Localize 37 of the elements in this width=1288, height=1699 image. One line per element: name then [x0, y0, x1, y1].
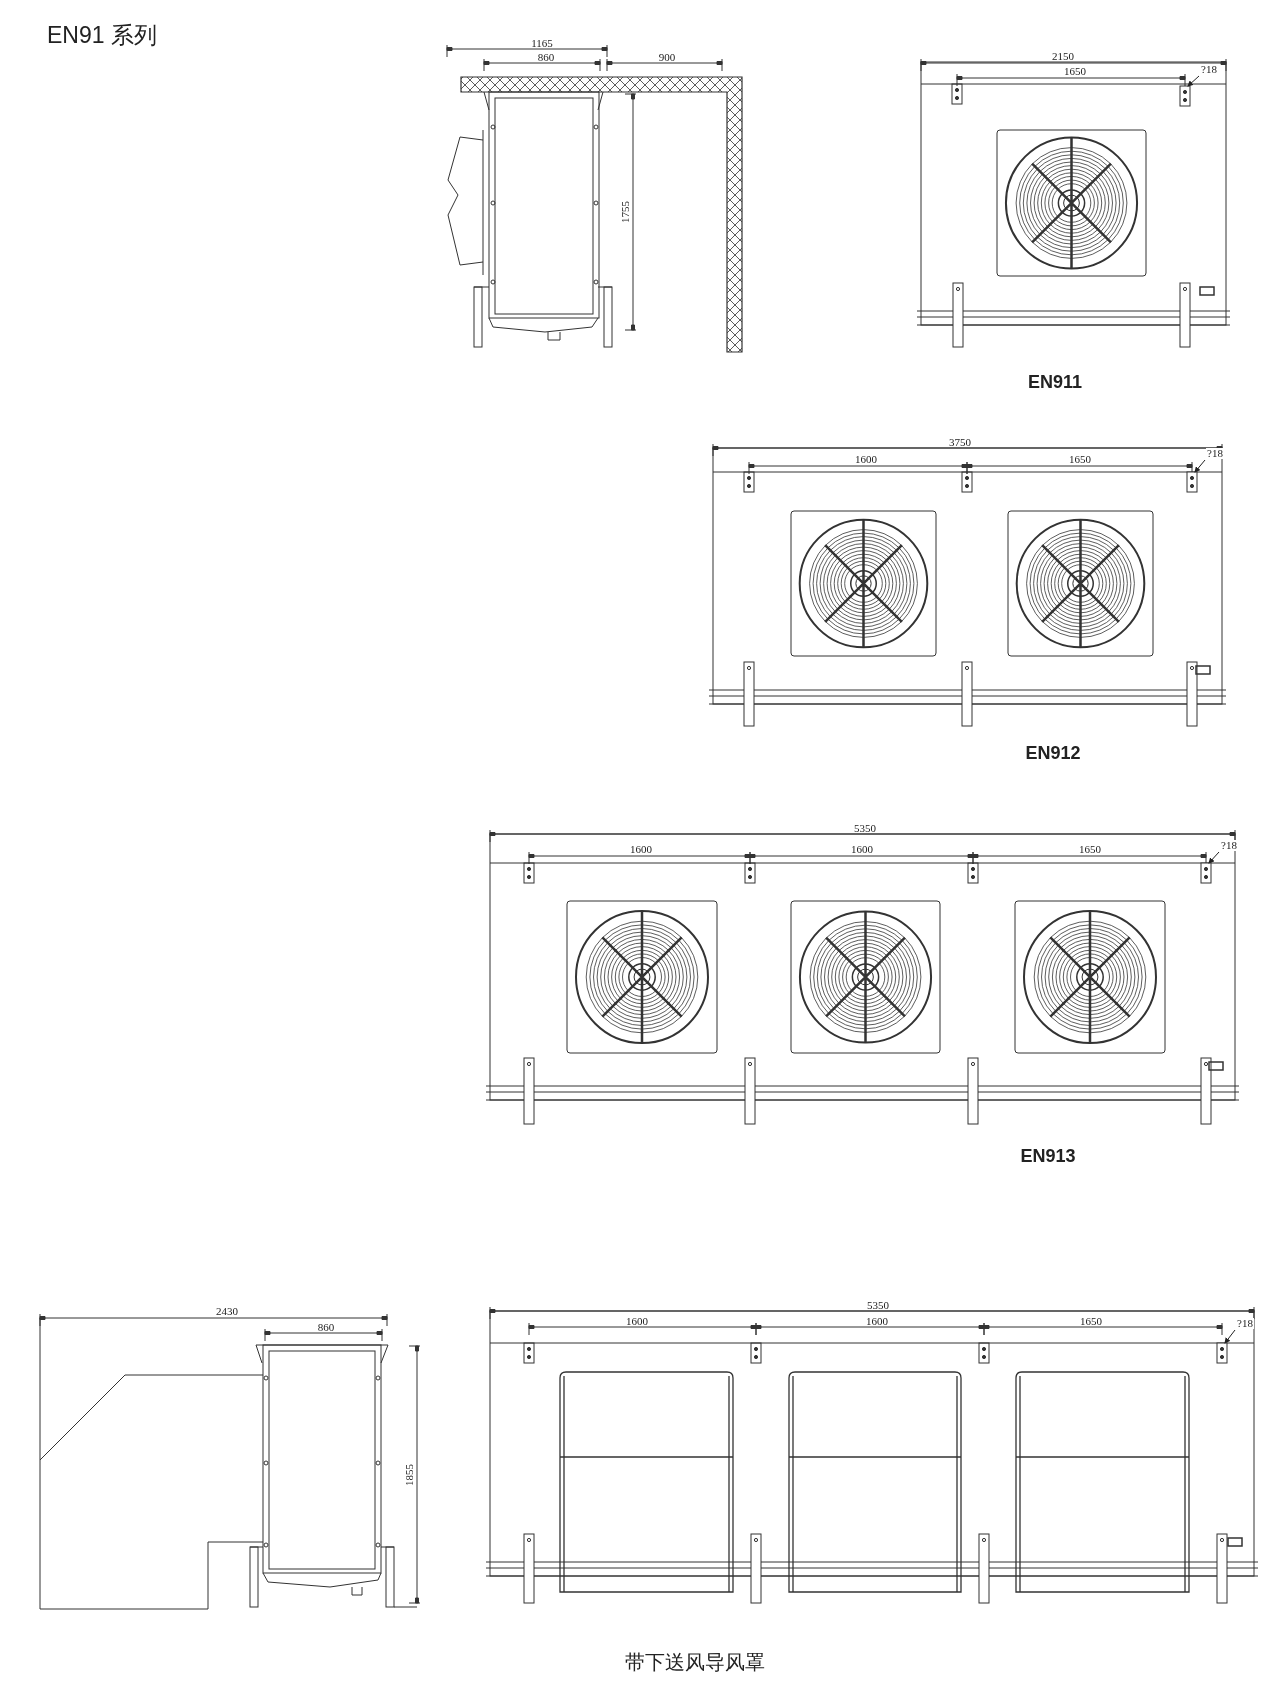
model-label: EN912 — [1025, 744, 1081, 762]
leader-line — [1194, 459, 1206, 473]
dimension-value: 1600 — [626, 1315, 648, 1327]
dimension-value: 1600 — [855, 453, 877, 465]
dimension-value: 1600 — [630, 843, 652, 855]
model-label: EN913 — [1020, 1147, 1076, 1165]
dimension-value: 1650 — [1064, 65, 1086, 77]
dimension-value: 1650 — [1080, 1315, 1102, 1327]
diameter-label: ?18 — [1206, 448, 1224, 459]
dimension-value: 1600 — [851, 843, 873, 855]
diameter-label: ?18 — [1200, 64, 1218, 75]
mounting-bracket — [1179, 85, 1191, 107]
dimension-value: 860 — [537, 51, 555, 63]
dimension-value: 1600 — [866, 1315, 888, 1327]
dimension-value: 1165 — [531, 37, 553, 49]
dimension-value: 1755 — [619, 201, 631, 223]
title: EN91 系列 — [47, 24, 157, 47]
dimension-value: 5350 — [867, 1299, 889, 1311]
dimension-value: 5350 — [854, 822, 876, 834]
dimension-value: 3750 — [949, 436, 971, 448]
caption: 带下送风导风罩 — [625, 1652, 765, 1672]
dimension-value: 860 — [317, 1321, 335, 1333]
diameter-label: ?18 — [1236, 1318, 1254, 1329]
dimension-value: 2150 — [1052, 50, 1074, 62]
diameter-label: ?18 — [1220, 840, 1238, 851]
mounting-bracket — [1200, 862, 1212, 884]
dimension-value: 2430 — [216, 1305, 238, 1317]
mounting-bracket — [1186, 471, 1198, 493]
leader-line — [1187, 75, 1200, 87]
leader-line — [1208, 851, 1220, 864]
mounting-bracket — [1216, 1342, 1228, 1364]
leader-line — [1224, 1329, 1236, 1344]
dimension-value: 1855 — [403, 1464, 415, 1486]
dimension-value: 900 — [658, 51, 676, 63]
dimension-value: 1650 — [1069, 453, 1091, 465]
dimension-value: 1650 — [1079, 843, 1101, 855]
model-label: EN911 — [1028, 373, 1082, 391]
